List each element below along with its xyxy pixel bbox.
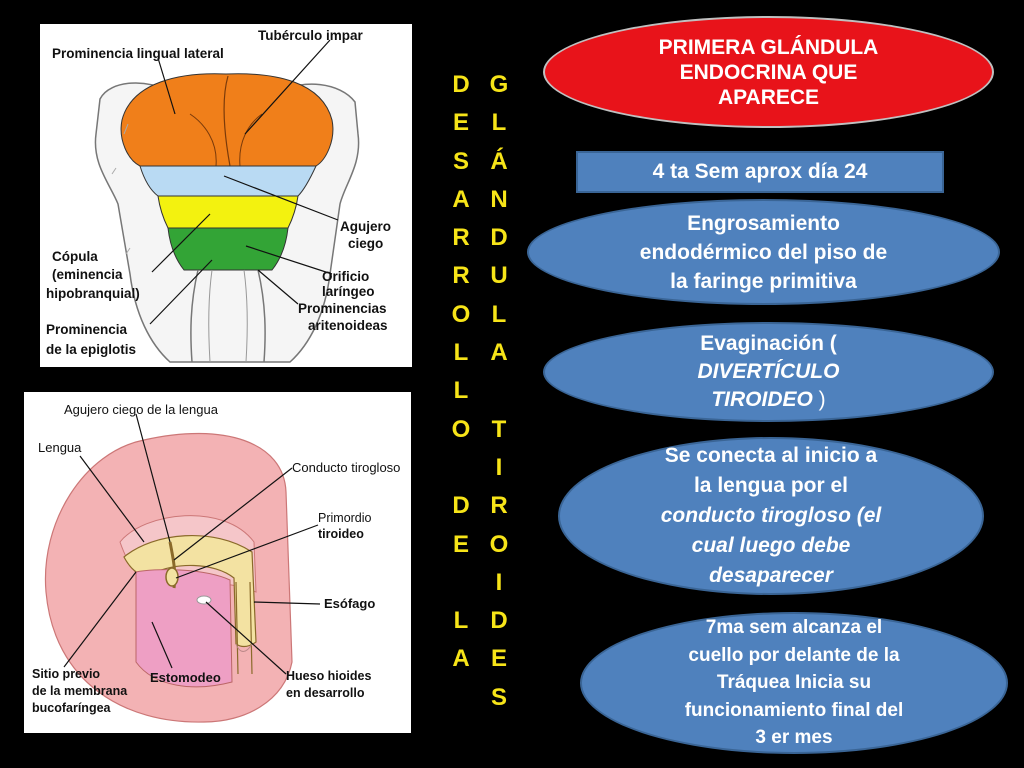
label-hueso-2: en desarrollo (286, 686, 365, 700)
evaginacion-close-paren: ) (812, 388, 826, 411)
label-agujero-ciego-1: Agujero (340, 219, 391, 234)
septima-line-2: cuello por delante de la (688, 644, 900, 666)
label-copula-2: (eminencia (52, 267, 123, 282)
evaginacion-ellipse: Evaginación ( DIVERTÍCULO TIROIDEO ) (543, 322, 994, 422)
label-esofago: Esófago (324, 596, 375, 611)
desarrollo-letter: L (453, 377, 469, 405)
label-orificio-2: laríngeo (322, 284, 375, 299)
evaginacion-line-3: TIROIDEO (711, 388, 813, 411)
label-agujero-ciego-2: ciego (348, 236, 383, 251)
conecta-line-2: la lengua por el (693, 474, 849, 497)
tongue-development-diagram: Prominencia lingual lateral Tubérculo im… (40, 24, 412, 367)
glandula-letter: U (490, 262, 508, 290)
glandula-letter: S (490, 683, 507, 711)
glandula-letter: T (491, 415, 507, 443)
title-line-3: APARECE (717, 85, 820, 109)
label-estomodeo: Estomodeo (150, 670, 221, 685)
desarrollo-letter: D (452, 492, 470, 520)
conecta-line-4: cual luego debe (691, 534, 851, 557)
septima-line-4: funcionamiento final del (684, 699, 904, 721)
label-sitio-3: bucofaríngea (32, 701, 112, 715)
copula-blue-band (139, 165, 317, 197)
label-copula-1: Cópula (52, 249, 98, 264)
label-tuberculo-impar: Tubérculo impar (258, 28, 364, 43)
title-line-1: PRIMERA GLÁNDULA (658, 35, 879, 59)
glandula-letter: D (490, 224, 508, 252)
septima-line-3: Tráquea Inicia su (716, 672, 872, 694)
conecta-line-1: Se conecta al inicio a (664, 444, 878, 467)
glandula-letter: E (490, 645, 507, 673)
desarrollo-letter: D (452, 71, 470, 98)
glandula-letter: D (490, 607, 508, 635)
label-lengua: Lengua (38, 440, 82, 455)
label-conducto-tirogloso: Conducto tirogloso (292, 460, 400, 475)
glandula-letter: Á (490, 147, 508, 175)
desarrollo-letter: E (452, 530, 469, 558)
glandula-letter: L (491, 300, 507, 328)
engrosamiento-ellipse: Engrosamiento endodérmico del piso de la… (527, 199, 1000, 305)
conecta-line-5: desaparecer (709, 564, 833, 587)
label-primordio-1: Primordio (318, 511, 372, 525)
title-line-2: ENDOCRINA QUE (679, 60, 858, 84)
glandula-letter: O (489, 530, 509, 558)
desarrollo-letter: O (451, 300, 471, 328)
engrosamiento-line-2: endodérmico del piso de (639, 240, 888, 264)
glandula-letter: G (489, 71, 509, 98)
conecta-ellipse: Se conecta al inicio a la lengua por el … (558, 437, 984, 595)
desarrollo-letter: A (452, 645, 470, 673)
label-sitio-1: Sitio previo (32, 667, 100, 681)
label-prominencia-lingual: Prominencia lingual lateral (52, 46, 224, 61)
desarrollo-letter: R (452, 262, 470, 290)
label-aritenoideas-1: Prominencias (298, 301, 387, 316)
label-epiglotis-2: de la epiglotis (46, 342, 136, 357)
glandula-letter: L (491, 109, 507, 137)
label-hueso-1: Hueso hioides (286, 669, 371, 683)
label-agujero-lengua: Agujero ciego de la lengua (64, 402, 219, 417)
label-copula-3: hipobranquial) (46, 286, 140, 301)
desarrollo-letter (443, 449, 479, 487)
label-aritenoideas-2: aritenoideas (308, 318, 388, 333)
week-text: 4 ta Sem aprox día 24 (652, 160, 868, 183)
glandula-letter: I (495, 568, 503, 596)
week-box: 4 ta Sem aprox día 24 (576, 151, 944, 193)
glandula-letter: N (490, 185, 508, 213)
evaginacion-line-2: DIVERTÍCULO (697, 360, 840, 383)
evaginacion-line-1: Evaginación ( (700, 332, 837, 355)
desarrollo-letter: O (451, 415, 471, 443)
yellow-band (157, 195, 299, 229)
desarrollo-letter: A (452, 185, 470, 213)
septima-semana-ellipse: 7ma sem alcanza el cuello por delante de… (580, 612, 1008, 754)
glandula-letter (481, 372, 517, 410)
epiglottis-green-band (167, 227, 289, 271)
desarrollo-letter: R (452, 224, 470, 252)
desarrollo-letter: E (452, 109, 469, 137)
label-orificio-1: Orificio (322, 269, 369, 284)
conecta-line-3: conducto tirogloso (el (660, 504, 882, 527)
engrosamiento-line-1: Engrosamiento (687, 211, 840, 235)
septima-line-1: 7ma sem alcanza el (705, 617, 883, 639)
desarrollo-letter (443, 564, 479, 602)
thyroid-origin-diagram: Agujero ciego de la lengua Lengua Conduc… (24, 392, 411, 733)
desarrollo-letter: L (453, 607, 469, 635)
glandula-letter: I (495, 453, 503, 481)
glandula-letter: R (490, 492, 508, 520)
label-sitio-2: de la membrana (32, 684, 128, 698)
label-epiglotis-1: Prominencia (46, 322, 128, 337)
lingual-prominence-region (120, 73, 334, 167)
desarrollo-letter: S (452, 147, 469, 175)
septima-line-5: 3 er mes (755, 727, 833, 749)
title-ellipse: PRIMERA GLÁNDULA ENDOCRINA QUE APARECE (543, 16, 994, 128)
desarrollo-letter: L (453, 339, 469, 367)
label-primordio-2: tiroideo (318, 527, 364, 541)
engrosamiento-line-3: la faringe primitiva (670, 269, 857, 293)
glandula-letter: A (490, 339, 508, 367)
